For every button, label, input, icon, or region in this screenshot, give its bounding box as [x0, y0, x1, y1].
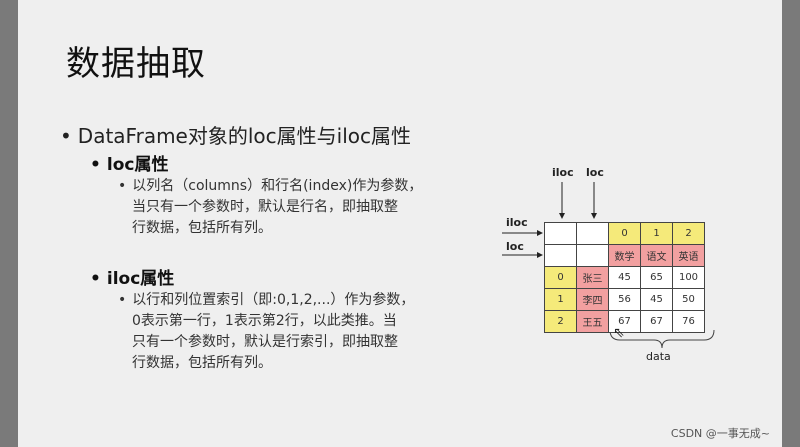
- bullet-dot: •: [90, 155, 101, 175]
- data-cell: 56: [608, 288, 641, 311]
- data-cell: 67: [608, 310, 641, 333]
- grid-row: 1 李四 56 45 50: [544, 288, 705, 311]
- top-loc-label: loc: [586, 166, 604, 179]
- data-cell: 76: [672, 310, 705, 333]
- iloc-description: •以行和列位置索引（即:0,1,2,...）作为参数， 0表示第一行，1表示第2…: [118, 290, 448, 374]
- data-label: data: [646, 350, 671, 363]
- data-cell: 50: [672, 288, 705, 311]
- row-name: 王五: [576, 310, 609, 333]
- iloc-line: 0表示第一行，1表示第2行，以此类推。当: [132, 313, 397, 329]
- grid-corner: [576, 222, 609, 245]
- row-name: 李四: [576, 288, 609, 311]
- grid-row: 0 张三 45 65 100: [544, 266, 705, 289]
- data-cell: 65: [640, 266, 673, 289]
- grid-corner: [576, 244, 609, 267]
- col-name: 数学: [608, 244, 641, 267]
- data-brace: [609, 329, 715, 349]
- mouse-cursor-icon: ⇖: [613, 325, 625, 341]
- row-position: 2: [544, 310, 577, 333]
- slide-title: 数据抽取: [66, 44, 206, 84]
- main-bullet: •DataFrame对象的loc属性与iloc属性: [60, 120, 411, 149]
- iloc-line: •以行和列位置索引（即:0,1,2,...）作为参数，: [118, 290, 448, 311]
- grid-corner: [544, 222, 577, 245]
- diagram-arrows: [502, 182, 715, 349]
- row-name: 张三: [576, 266, 609, 289]
- loc-iloc-diagram: iloc loc iloc loc 0 1 2 数学 语文 英语 0 张三 4: [484, 160, 724, 370]
- slide: 数据抽取 •DataFrame对象的loc属性与iloc属性 •loc属性 •以…: [18, 0, 782, 447]
- top-iloc-label: iloc: [552, 166, 574, 179]
- loc-line: 当只有一个参数时，默认是行名，即抽取整: [132, 199, 398, 215]
- loc-line: •以列名（columns）和行名(index)作为参数，: [118, 176, 448, 197]
- dataframe-grid: 0 1 2 数学 语文 英语 0 张三 45 65 100 1 李四 5: [544, 222, 705, 333]
- loc-description: •以列名（columns）和行名(index)作为参数， 当只有一个参数时，默认…: [118, 176, 448, 239]
- col-position: 2: [672, 222, 705, 245]
- data-cell: 100: [672, 266, 705, 289]
- loc-heading: •loc属性: [90, 155, 169, 175]
- iloc-heading: •iloc属性: [90, 269, 175, 289]
- iloc-line: 只有一个参数时，默认是行索引，即抽取整: [132, 334, 398, 350]
- col-name: 语文: [640, 244, 673, 267]
- grid-corner: [544, 244, 577, 267]
- data-cell: 67: [640, 310, 673, 333]
- grid-row: 0 1 2: [544, 222, 705, 245]
- left-iloc-label: iloc: [506, 216, 528, 229]
- col-name: 英语: [672, 244, 705, 267]
- main-bullet-text: DataFrame对象的loc属性与iloc属性: [77, 124, 411, 148]
- bullet-dot: •: [118, 178, 127, 194]
- col-position: 1: [640, 222, 673, 245]
- grid-row: 2 王五 67 67 76: [544, 310, 705, 333]
- left-loc-label: loc: [506, 240, 524, 253]
- grid-row: 数学 语文 英语: [544, 244, 705, 267]
- bullet-dot: •: [60, 124, 72, 148]
- data-cell: 45: [608, 266, 641, 289]
- bullet-dot: •: [118, 292, 127, 308]
- footer-watermark: CSDN @一事无成~: [670, 427, 770, 440]
- bullet-dot: •: [90, 269, 101, 289]
- col-position: 0: [608, 222, 641, 245]
- loc-line: 行数据，包括所有列。: [132, 220, 272, 236]
- row-position: 1: [544, 288, 577, 311]
- data-cell: 45: [640, 288, 673, 311]
- iloc-line: 行数据，包括所有列。: [132, 355, 272, 371]
- row-position: 0: [544, 266, 577, 289]
